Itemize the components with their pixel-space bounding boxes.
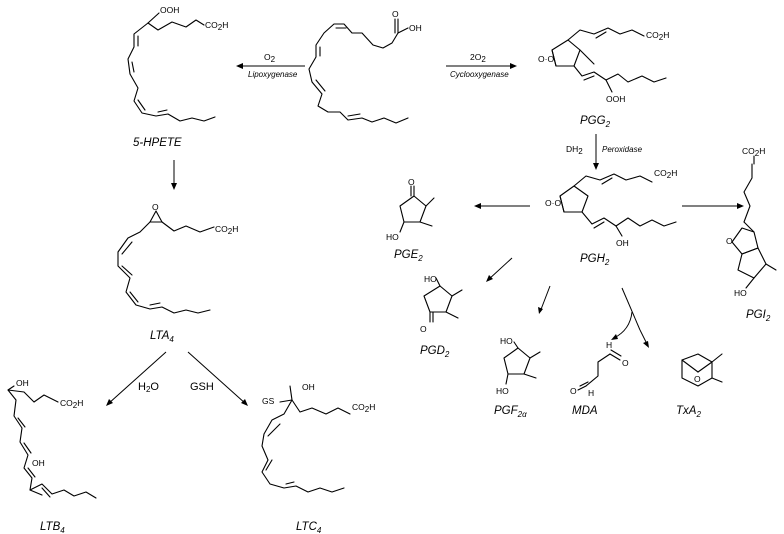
lta4-epoxide-o-label: O xyxy=(152,202,159,212)
pgh2-structure xyxy=(559,173,677,237)
pgi2-ring-o-label: O xyxy=(726,236,733,246)
o2-reagent-label: O2 xyxy=(264,52,276,64)
pgg2-name: PGG2 xyxy=(580,115,611,129)
mda-branch-arrow xyxy=(613,311,633,339)
pgf2a-name: PGF2α xyxy=(494,405,527,419)
lipoxygenase-label: Lipoxygenase xyxy=(248,70,298,79)
pgg2-co2h-label: CO2H xyxy=(646,30,669,42)
pgh2-name: PGH2 xyxy=(580,253,610,267)
pgg2-ooh-label: OOH xyxy=(606,94,625,104)
pge2-structure xyxy=(399,185,435,233)
aa-carbonyl-o-label: O xyxy=(392,9,399,19)
lta4-co2h-label: CO2H xyxy=(215,224,238,236)
ltc4-name: LTC4 xyxy=(296,521,322,534)
ltb4-oh-5-label: OH xyxy=(16,378,29,388)
pgf2a-structure xyxy=(503,341,541,385)
pgi2-co2h-label: CO2H xyxy=(742,146,765,158)
pge2-ketone-o-label: O xyxy=(408,177,415,187)
aa-oh-label: OH xyxy=(409,23,422,33)
pge2-ho-label: HO xyxy=(386,232,399,242)
ltb4-name: LTB4 xyxy=(40,521,65,534)
cyclooxygenase-label: Cyclooxygenase xyxy=(450,70,509,79)
pgi2-ho-label: HO xyxy=(734,288,747,298)
pgh2-oh-label: OH xyxy=(616,238,629,248)
pgh2-to-pgd2-arrow xyxy=(487,257,513,281)
mda-h-lower-label: H xyxy=(588,388,594,398)
pgf2a-ho-lower-label: HO xyxy=(496,386,509,396)
ltb4-co2h-label: CO2H xyxy=(60,398,83,410)
ltc4-co2h-label: CO2H xyxy=(352,402,375,414)
lta4-to-ltc4-arrow xyxy=(187,351,247,405)
pgi2-structure xyxy=(731,155,777,289)
lta4-name: LTA4 xyxy=(150,330,174,344)
ltb4-oh-12-label: OH xyxy=(32,458,45,468)
pgh2-endoperoxide-o-label: O·O xyxy=(545,198,561,208)
pgg2-structure xyxy=(551,27,667,93)
gsh-reagent-label: GSH xyxy=(190,381,214,393)
mda-structure xyxy=(577,349,622,391)
mda-aldehyde-o-upper-label: O xyxy=(622,358,629,368)
pgd2-ketone-o-label: O xyxy=(420,324,427,334)
5-hpete-name: 5-HPETE xyxy=(133,137,182,149)
pgf2a-ho-upper-label: HO xyxy=(500,336,513,346)
txa2-structure xyxy=(681,353,723,387)
txa2-ring-o-label: O xyxy=(694,374,701,384)
5-hpete-structure xyxy=(127,12,216,122)
dh2-reagent-label: DH2 xyxy=(566,144,583,156)
ltb4-structure xyxy=(7,385,97,499)
mda-h-upper-label: H xyxy=(606,340,612,350)
pgh2-to-pgf2a-arrow xyxy=(539,285,551,313)
pgd2-ho-label: HO xyxy=(424,274,437,284)
ltc4-structure xyxy=(261,385,351,493)
ltc4-oh-label: OH xyxy=(302,382,315,392)
pge2-name: PGE2 xyxy=(394,249,423,263)
mda-name: MDA xyxy=(572,405,598,417)
pgi2-name: PGI2 xyxy=(746,309,771,323)
txa2-name: TxA2 xyxy=(676,405,701,419)
pgd2-structure xyxy=(423,277,463,323)
pgg2-endoperoxide-o-label: O·O xyxy=(538,54,554,64)
lta4-to-ltb4-arrow xyxy=(107,351,167,405)
pgh2-co2h-label: CO2H xyxy=(654,168,677,180)
mda-aldehyde-o-lower-label: O xyxy=(570,386,577,396)
pgd2-name: PGD2 xyxy=(420,345,450,359)
ltc4-gs-label: GS xyxy=(262,396,275,406)
arachidonic-acid-structure xyxy=(308,18,409,124)
peroxidase-label: Peroxidase xyxy=(602,145,643,154)
h2o-reagent-label: H2O xyxy=(138,381,159,394)
pgh2-to-txa2-arrow xyxy=(621,287,641,331)
lta4-structure xyxy=(117,210,215,314)
hpete-ooh-label: OOH xyxy=(160,5,179,15)
two-o2-reagent-label: 2O2 xyxy=(470,52,486,64)
hpete-co2h-label: CO2H xyxy=(205,20,228,32)
